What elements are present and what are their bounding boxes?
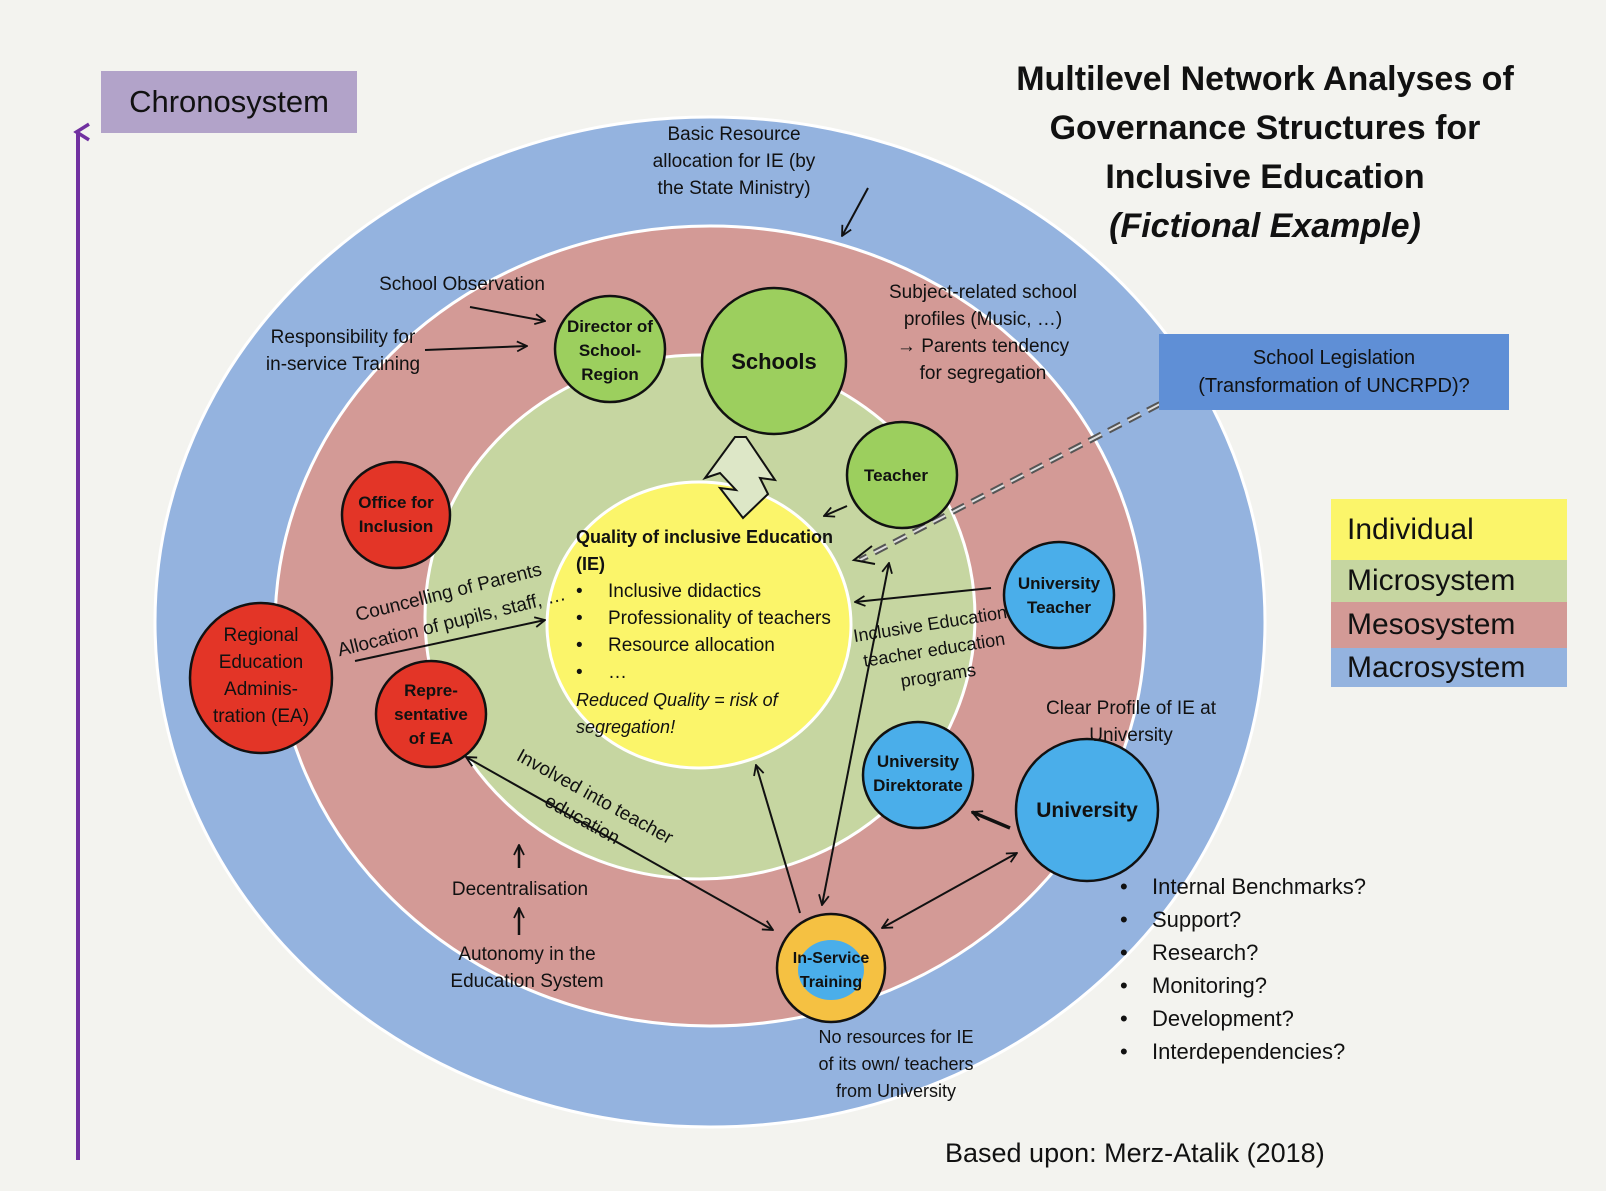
- list-item: •Development?: [1120, 1002, 1366, 1035]
- center-heading-ie: (IE): [576, 554, 605, 574]
- arrow-university-direktorate: [972, 812, 1011, 830]
- source-credit: Based upon: Merz-Atalik (2018): [945, 1138, 1325, 1168]
- arrow-basic-resource: [842, 187, 869, 236]
- annotation-school-observation: School Observation: [379, 274, 545, 295]
- center-note: segregation!: [576, 717, 675, 737]
- center-bullet-dot: •: [576, 581, 583, 602]
- center-bullet-dot: •: [576, 608, 583, 629]
- title-line: Inclusive Education: [1105, 158, 1425, 196]
- legend-label: Individual: [1347, 512, 1474, 546]
- legend-label: Macrosystem: [1347, 650, 1526, 684]
- node-teacher[interactable]: [845, 420, 959, 530]
- legend-item-individual: Individual: [1331, 499, 1567, 560]
- legend: Individual Microsystem Mesosystem Macros…: [1331, 499, 1567, 687]
- center-bullet-dot: •: [576, 635, 583, 656]
- chronosystem-label: Chronosystem: [101, 71, 357, 133]
- arrow-teacher-quality: [824, 505, 848, 516]
- list-item: •Interdependencies?: [1120, 1035, 1366, 1068]
- arrow-regional-ea-quality: [354, 620, 545, 662]
- node-office-inclusion[interactable]: [340, 460, 452, 570]
- legend-item-macrosystem: Macrosystem: [1331, 648, 1567, 687]
- node-regional-ea[interactable]: [188, 601, 334, 755]
- center-heading: Quality of inclusive Education: [576, 527, 833, 547]
- school-legislation-box: School Legislation (Transformation of UN…: [1159, 334, 1509, 410]
- university-questions-list: •Internal Benchmarks? •Support? •Researc…: [1120, 870, 1366, 1068]
- annotation-ie-programs: Inclusive Educationteacher educationprog…: [852, 602, 1016, 697]
- list-item: •Internal Benchmarks?: [1120, 870, 1366, 903]
- node-representative-ea[interactable]: [374, 659, 488, 769]
- list-item: •Support?: [1120, 903, 1366, 936]
- center-quality-text: Quality of inclusive Education (IE) • In…: [576, 527, 833, 737]
- arrow-university-inservice: [882, 853, 1017, 928]
- label-teacher: Teacher: [864, 466, 928, 485]
- legend-item-microsystem: Microsystem: [1331, 560, 1567, 602]
- label-schools: Schools: [731, 349, 817, 374]
- page-title: Multilevel Network Analyses of Governanc…: [985, 55, 1545, 251]
- legend-label: Microsystem: [1347, 564, 1516, 597]
- legend-item-mesosystem: Mesosystem: [1331, 602, 1567, 648]
- center-bullet: …: [608, 662, 627, 683]
- arrow-representative-inservice: [466, 757, 773, 930]
- list-item-text: Support?: [1152, 907, 1242, 932]
- node-university[interactable]: [1014, 737, 1160, 883]
- arrow-responsibility: [424, 346, 527, 350]
- list-item-text: Research?: [1152, 940, 1259, 965]
- center-bullet: Professionality of teachers: [608, 608, 831, 629]
- center-bullet-dot: •: [576, 662, 583, 683]
- node-university-direktorate[interactable]: [861, 720, 975, 830]
- center-bullet: Inclusive didactics: [608, 581, 761, 602]
- arrow-school-observation: [469, 306, 545, 321]
- list-item-text: Interdependencies?: [1152, 1039, 1346, 1064]
- legend-label: Mesosystem: [1347, 608, 1516, 641]
- arrow-inservice-ie-programs: [822, 563, 889, 905]
- schools-quality-double-arrow: [702, 436, 778, 520]
- list-item-text: Monitoring?: [1152, 973, 1267, 998]
- node-inservice-inner: [798, 940, 864, 1000]
- node-director-school-region[interactable]: [553, 294, 667, 404]
- center-bullet: Resource allocation: [608, 635, 775, 656]
- school-legislation-subtitle: (Transformation of UNCRPD)?: [1198, 375, 1470, 397]
- label-university: University: [1036, 799, 1138, 822]
- title-subtitle: (Fictional Example): [1109, 207, 1421, 245]
- center-note: Reduced Quality = risk of: [576, 690, 780, 710]
- school-legislation-title: School Legislation: [1252, 347, 1416, 369]
- list-item: •Research?: [1120, 936, 1366, 969]
- list-item-text: Internal Benchmarks?: [1152, 874, 1366, 899]
- list-item: •Monitoring?: [1120, 969, 1366, 1002]
- node-university-teacher[interactable]: [1002, 540, 1116, 650]
- list-item-text: Development?: [1152, 1006, 1294, 1031]
- title-line: Multilevel Network Analyses of: [1016, 60, 1514, 98]
- node-schools[interactable]: [700, 286, 848, 436]
- chronosystem-label-text: Chronosystem: [129, 84, 329, 119]
- title-line: Governance Structures for: [1049, 109, 1481, 147]
- legislation-connector-inner: [859, 403, 1161, 561]
- annotation-decentralisation: Decentralisation: [452, 879, 588, 900]
